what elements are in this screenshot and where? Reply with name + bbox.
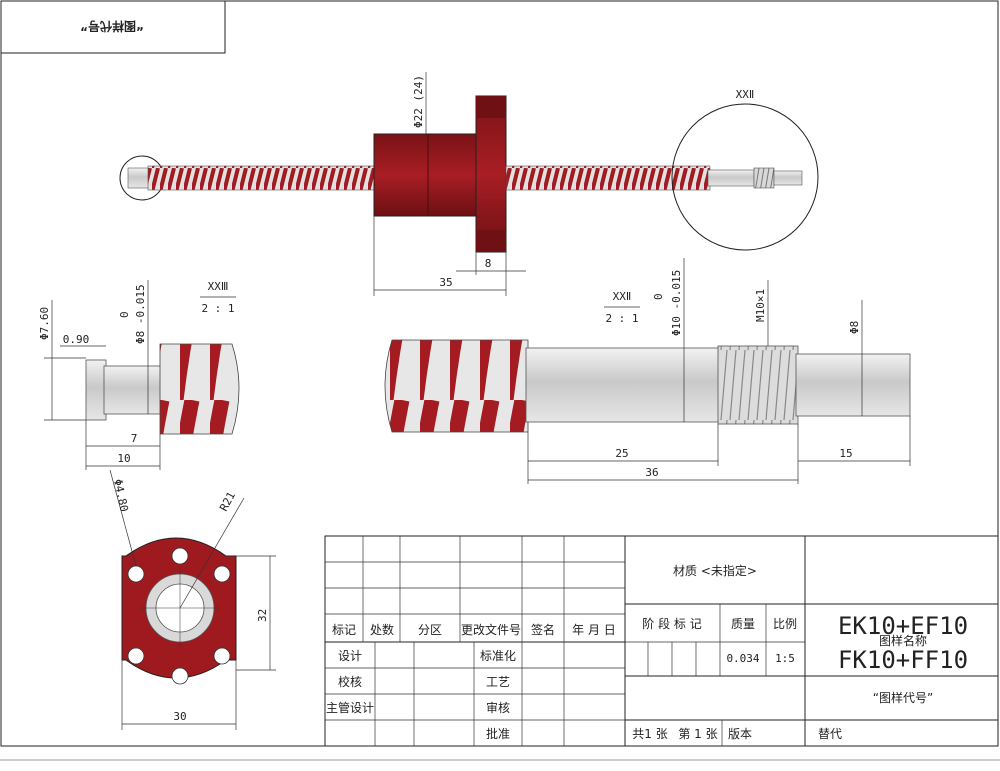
right-phi10-label: Φ10 -0.015 — [670, 270, 683, 336]
right-scale-label: XXⅡ — [613, 290, 632, 303]
right-thread-section — [384, 339, 529, 433]
row-check: 校核 — [338, 674, 362, 689]
flange-hole-label: Φ4.80 — [111, 478, 131, 513]
flange-bottom-face — [476, 230, 506, 252]
right-thread-label: M10×1 — [754, 289, 767, 322]
right-shaft-tip — [795, 353, 911, 417]
right-25-label: 25 — [615, 447, 628, 460]
right-scale-ratio: 2 : 1 — [605, 312, 638, 325]
detail-label-top: XXⅡ — [736, 88, 755, 101]
dim-8-label: 8 — [485, 257, 492, 270]
detail-circle-right — [671, 103, 819, 251]
row-process: 工艺 — [486, 675, 510, 689]
corner-code-box — [0, 0, 226, 54]
bolt-hole-1 — [171, 547, 189, 565]
row-lead-design: 主管设计 — [326, 700, 374, 715]
right-15-label: 15 — [839, 447, 852, 460]
right-fine-thread — [717, 345, 799, 425]
right-shaft-body — [525, 347, 721, 423]
left-end-detail: XXⅢ 2 : 1 Φ7.60 0.90 0 Φ8 -0.015 7 10 — [38, 280, 240, 470]
stage-label: 阶 段 标 记 — [642, 616, 701, 631]
corner-code-label: “图样代号” — [80, 19, 144, 34]
right-36-label: 36 — [645, 466, 658, 479]
flange-32-label: 32 — [256, 609, 269, 622]
left-tol-top: 0 — [118, 311, 131, 318]
title-block: 标记 处数 分区 更改文件号 签名 年 月 日 设计 标准化 校核 工艺 主管设… — [324, 535, 999, 747]
title-block-frame — [324, 535, 999, 747]
flange-radius-label: R21 — [217, 490, 238, 514]
header-mark: 标记 — [332, 623, 356, 637]
flange-end-view: Φ4.80 R21 32 30 — [109, 469, 276, 730]
screw-thread-right — [505, 165, 711, 191]
row-approve: 批准 — [486, 726, 510, 741]
flange-leader-hole — [109, 469, 137, 567]
header-date: 年 月 日 — [572, 623, 616, 637]
left-shaft-body — [103, 365, 163, 415]
left-scale-label: XXⅢ — [208, 280, 229, 293]
bolt-hole-5 — [213, 647, 231, 665]
right-end-detail: XXⅡ 2 : 1 0 Φ10 -0.015 M10×1 Φ8 25 36 15 — [384, 258, 911, 484]
scale-label: 比例 — [773, 617, 797, 631]
drawing-name-line2: FK10+FF10 — [838, 646, 968, 674]
screw-thread-left — [147, 165, 377, 191]
mass-value: 0.034 — [726, 652, 759, 665]
left-shaft-collar — [85, 359, 107, 421]
shaft-end-left — [127, 167, 151, 189]
sheet-number: 第 1 张 — [678, 727, 717, 741]
flange-30-label: 30 — [173, 710, 186, 723]
dim-35-label: 35 — [439, 276, 452, 289]
right-phi8-label: Φ8 — [848, 321, 861, 334]
shaft-thread-end — [753, 167, 775, 189]
flange-top-face — [476, 96, 506, 118]
material-label: 材质 <未指定> — [673, 563, 757, 578]
left-phi8-label: Φ8 -0.015 — [134, 284, 147, 344]
left-scale-ratio: 2 : 1 — [201, 302, 234, 315]
nut-body — [373, 133, 477, 217]
bolt-hole-2 — [213, 565, 231, 583]
sheet-total: 共1 张 — [632, 727, 667, 741]
drawing-name-overlay: 图样名称 — [879, 633, 927, 648]
bolt-hole-3 — [127, 565, 145, 583]
row-review: 审核 — [486, 700, 510, 715]
scale-value: 1:5 — [775, 652, 795, 665]
nut-flange — [475, 95, 507, 253]
bolt-hole-6 — [171, 667, 189, 685]
row-design: 设计 — [338, 649, 362, 663]
right-tol-top: 0 — [652, 293, 665, 300]
drawing-code: “图样代号” — [873, 690, 933, 705]
drawing-name-line1: EK10+EF10 — [838, 612, 968, 640]
header-zone: 分区 — [418, 623, 442, 637]
dim-diameter-label: Φ22 (24) — [412, 75, 425, 128]
flange-leader-radius — [179, 497, 245, 609]
replace-label: 替代 — [818, 727, 842, 741]
version-label: 版本 — [728, 727, 752, 741]
shaft-end-right — [773, 170, 803, 186]
left-thread-section — [159, 343, 240, 435]
header-sign: 签名 — [531, 622, 555, 637]
shaft-journal — [707, 169, 755, 187]
mass-label: 质量 — [731, 617, 755, 631]
left-10-label: 10 — [117, 452, 130, 465]
left-7-label: 7 — [131, 432, 138, 445]
header-count: 处数 — [370, 622, 394, 637]
bolt-hole-4 — [127, 647, 145, 665]
shaft-assembly-view: XXⅡ Φ22 (24) 35 8 — [119, 72, 819, 296]
header-change-doc: 更改文件号 — [461, 622, 521, 637]
row-standard: 标准化 — [480, 649, 516, 663]
left-phi760-label: Φ7.60 — [38, 307, 51, 340]
left-090-label: 0.90 — [63, 333, 90, 346]
